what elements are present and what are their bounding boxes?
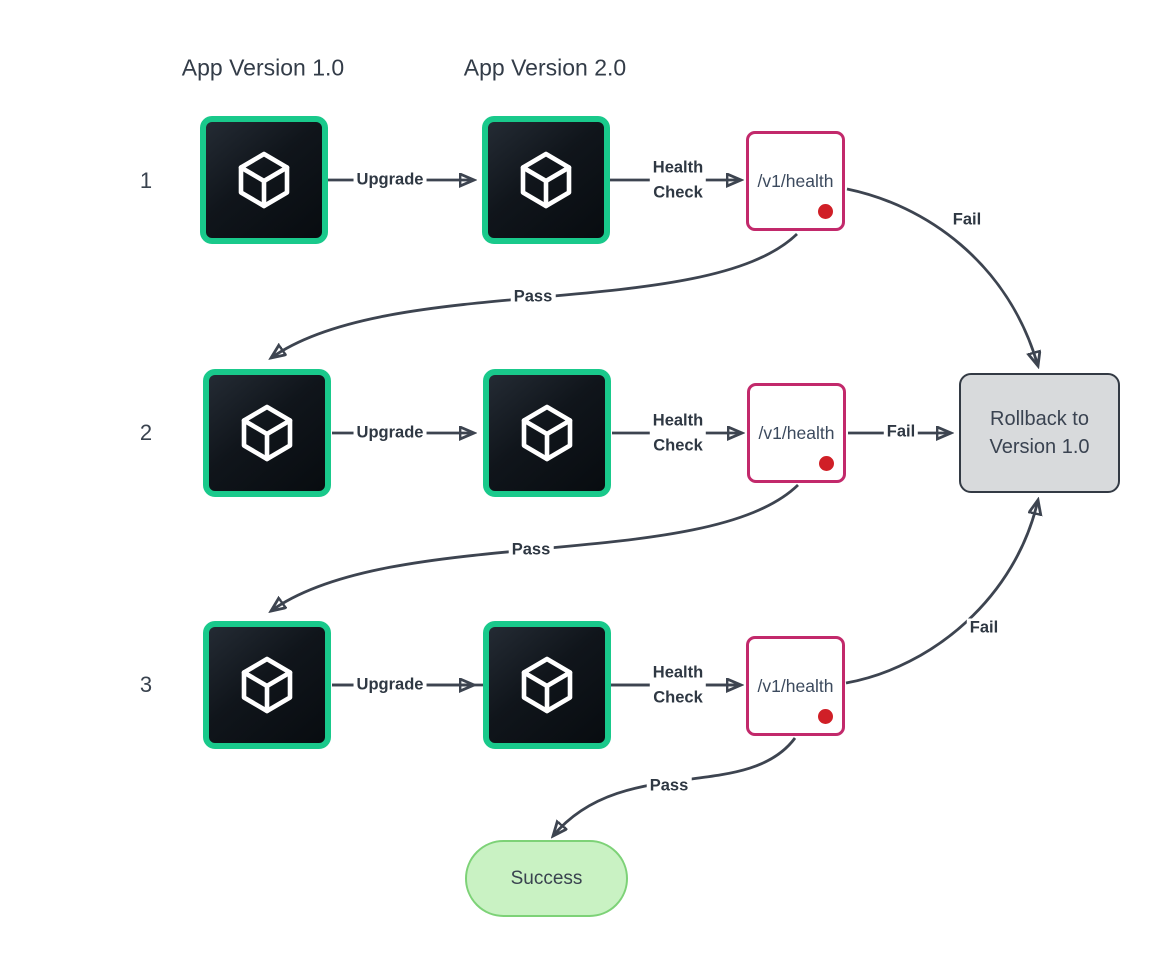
app-node-v2-row3 [483,621,611,749]
health-node-row3: /v1/health [746,636,845,736]
success-label: Success [510,867,583,889]
edge-label-healthcheck-row1: Health Check [649,155,707,205]
endpoint-label: /v1/health [758,422,835,443]
rollback-label-line2: Version 1.0 [989,436,1090,458]
endpoint-label: /v1/health [757,170,834,191]
rollback-node: Rollback to Version 1.0 [959,373,1120,493]
edge-label-pass-row3: Pass [646,776,692,796]
column-header-app-v2: App Version 2.0 [463,54,627,81]
health-label-line2: Check [653,688,703,706]
health-node-row2: /v1/health [747,383,846,483]
cube-icon [238,151,290,209]
cube-icon [241,404,293,462]
app-node-v1-row1 [200,116,328,244]
edge-label-fail-row2: Fail [883,422,919,442]
edge-fail-row1 [846,187,1038,366]
edge-label-fail-row3: Fail [966,618,1002,638]
row-number-3: 3 [139,672,153,697]
cube-icon [521,656,573,714]
health-node-row1: /v1/health [746,131,845,231]
health-label-line1: Health [652,663,704,682]
cube-icon [521,404,573,462]
app-node-v1-row3 [203,621,331,749]
edge-label-pass-row1: Pass [510,287,556,307]
edge-label-healthcheck-row3: Health Check [649,660,707,710]
status-dot-icon [818,709,833,724]
health-label-line2: Check [653,183,703,201]
edge-label-pass-row2: Pass [508,540,554,560]
status-dot-icon [818,204,833,219]
cube-icon [520,151,572,209]
cube-icon [241,656,293,714]
edge-label-upgrade-row2: Upgrade [353,423,427,443]
rollback-label-line1: Rollback to [990,408,1089,430]
endpoint-label: /v1/health [757,675,834,696]
row-number-2: 2 [139,420,153,445]
health-label-line1: Health [652,158,704,177]
app-node-v2-row2 [483,369,611,497]
app-node-v2-row1 [482,116,610,244]
row-number-1: 1 [139,168,153,193]
app-node-v1-row2 [203,369,331,497]
edge-label-healthcheck-row2: Health Check [649,408,707,458]
status-dot-icon [819,456,834,471]
edge-label-fail-row1: Fail [949,210,985,230]
column-header-app-v1: App Version 1.0 [181,54,345,81]
edge-fail-row3 [845,500,1038,685]
edge-label-upgrade-row1: Upgrade [353,170,427,190]
health-label-line1: Health [652,411,704,430]
health-label-line2: Check [653,436,703,454]
success-node: Success [465,840,628,917]
edge-label-upgrade-row3: Upgrade [353,675,427,695]
